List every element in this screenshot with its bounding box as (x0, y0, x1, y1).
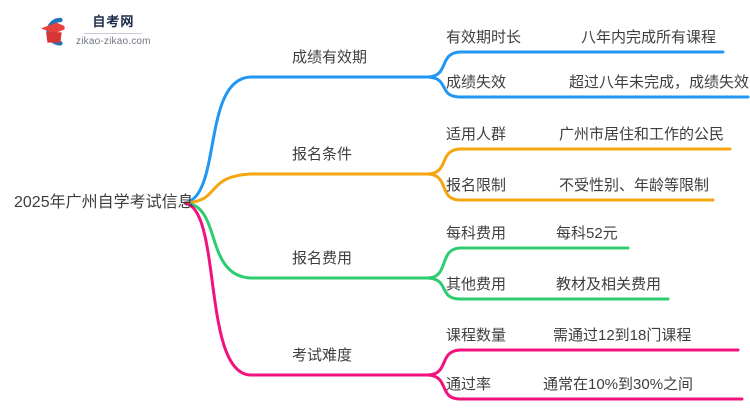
branch2-main-line (183, 172, 430, 205)
cap-base (46, 32, 62, 43)
branch3-split-bottom (426, 276, 670, 301)
branch4-split-bottom (426, 373, 744, 401)
site-logo: 自考网 zikao-zikao.com (28, 10, 151, 52)
subnode-label-score-expiry: 成绩失效 (446, 74, 507, 91)
root-node-title: 2025年广州自学考试信息 (14, 194, 194, 211)
logo-site-domain: zikao-zikao.com (76, 36, 151, 47)
branch1-split-bottom (426, 75, 750, 99)
logo-site-name: 自考网 (92, 14, 135, 29)
logo-text-block: 自考网 zikao-zikao.com (76, 14, 151, 48)
subnode-value-registration-limits: 不受性别、年龄等限制 (559, 177, 710, 194)
branch3-main-line (183, 201, 430, 280)
subnode-label-fee-per-subject: 每科费用 (446, 225, 507, 242)
subnode-label-registration-limits: 报名限制 (446, 177, 507, 194)
subnode-value-validity-duration: 八年内完成所有课程 (581, 29, 717, 46)
subnode-label-course-count: 课程数量 (446, 327, 507, 344)
branch3-split-top (426, 246, 630, 280)
cap-arrow (63, 25, 70, 31)
branch4-split-top (426, 348, 740, 377)
subnode-value-pass-rate: 通常在10%到30%之间 (543, 376, 694, 393)
branch1-main-line (183, 75, 430, 205)
graduation-cap-icon (40, 17, 70, 46)
subnode-label-validity-duration: 有效期时长 (446, 29, 522, 46)
subnode-label-applicable-people: 适用人群 (446, 126, 507, 143)
subnode-label-other-fees: 其他费用 (446, 276, 507, 293)
branch1-split-top (426, 50, 725, 79)
subnode-value-course-count: 需通过12到18门课程 (553, 327, 692, 344)
branch-label-registration-fees: 报名费用 (292, 250, 353, 267)
subnode-label-pass-rate: 通过率 (446, 376, 492, 393)
branch2-split-bottom (426, 172, 715, 202)
logo-divider (84, 33, 143, 34)
subnode-value-applicable-people: 广州市居住和工作的公民 (559, 126, 725, 143)
branch-label-registration-conditions: 报名条件 (292, 146, 353, 163)
branch-label-exam-difficulty: 考试难度 (292, 347, 353, 364)
branch4-main-line (183, 201, 430, 377)
subnode-value-fee-per-subject: 每科52元 (556, 225, 618, 242)
cap-board (40, 22, 69, 34)
subnode-value-other-fees: 教材及相关费用 (556, 276, 662, 293)
subnode-value-score-expiry: 超过八年未完成，成绩失效 (569, 74, 750, 91)
branch-label-score-validity: 成绩有效期 (292, 49, 368, 66)
branch2-split-top (426, 147, 732, 176)
